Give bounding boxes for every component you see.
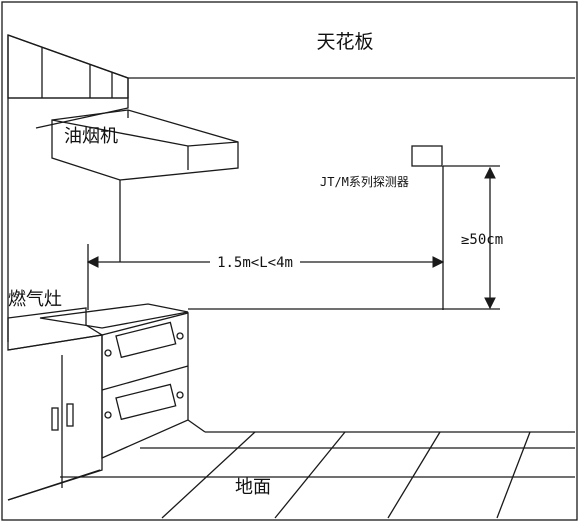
- ceiling-label: 天花板: [316, 31, 373, 53]
- left-cabinet: [7, 307, 104, 501]
- range-hood-label: 油烟机: [64, 126, 118, 147]
- distance-label: 1.5m<L<4m: [217, 255, 293, 271]
- height-label: ≥50cm: [461, 232, 503, 248]
- detector-label: JT/M系列探测器: [320, 175, 409, 189]
- gas-stove-label: 燃气灶: [8, 289, 62, 310]
- range-hood: [51, 109, 239, 262]
- wall-cabinet: [7, 34, 129, 129]
- floor-label: 地面: [235, 477, 271, 498]
- floor-tiles: [7, 431, 575, 519]
- gas-stove: [39, 303, 206, 459]
- detector-box: [411, 145, 443, 167]
